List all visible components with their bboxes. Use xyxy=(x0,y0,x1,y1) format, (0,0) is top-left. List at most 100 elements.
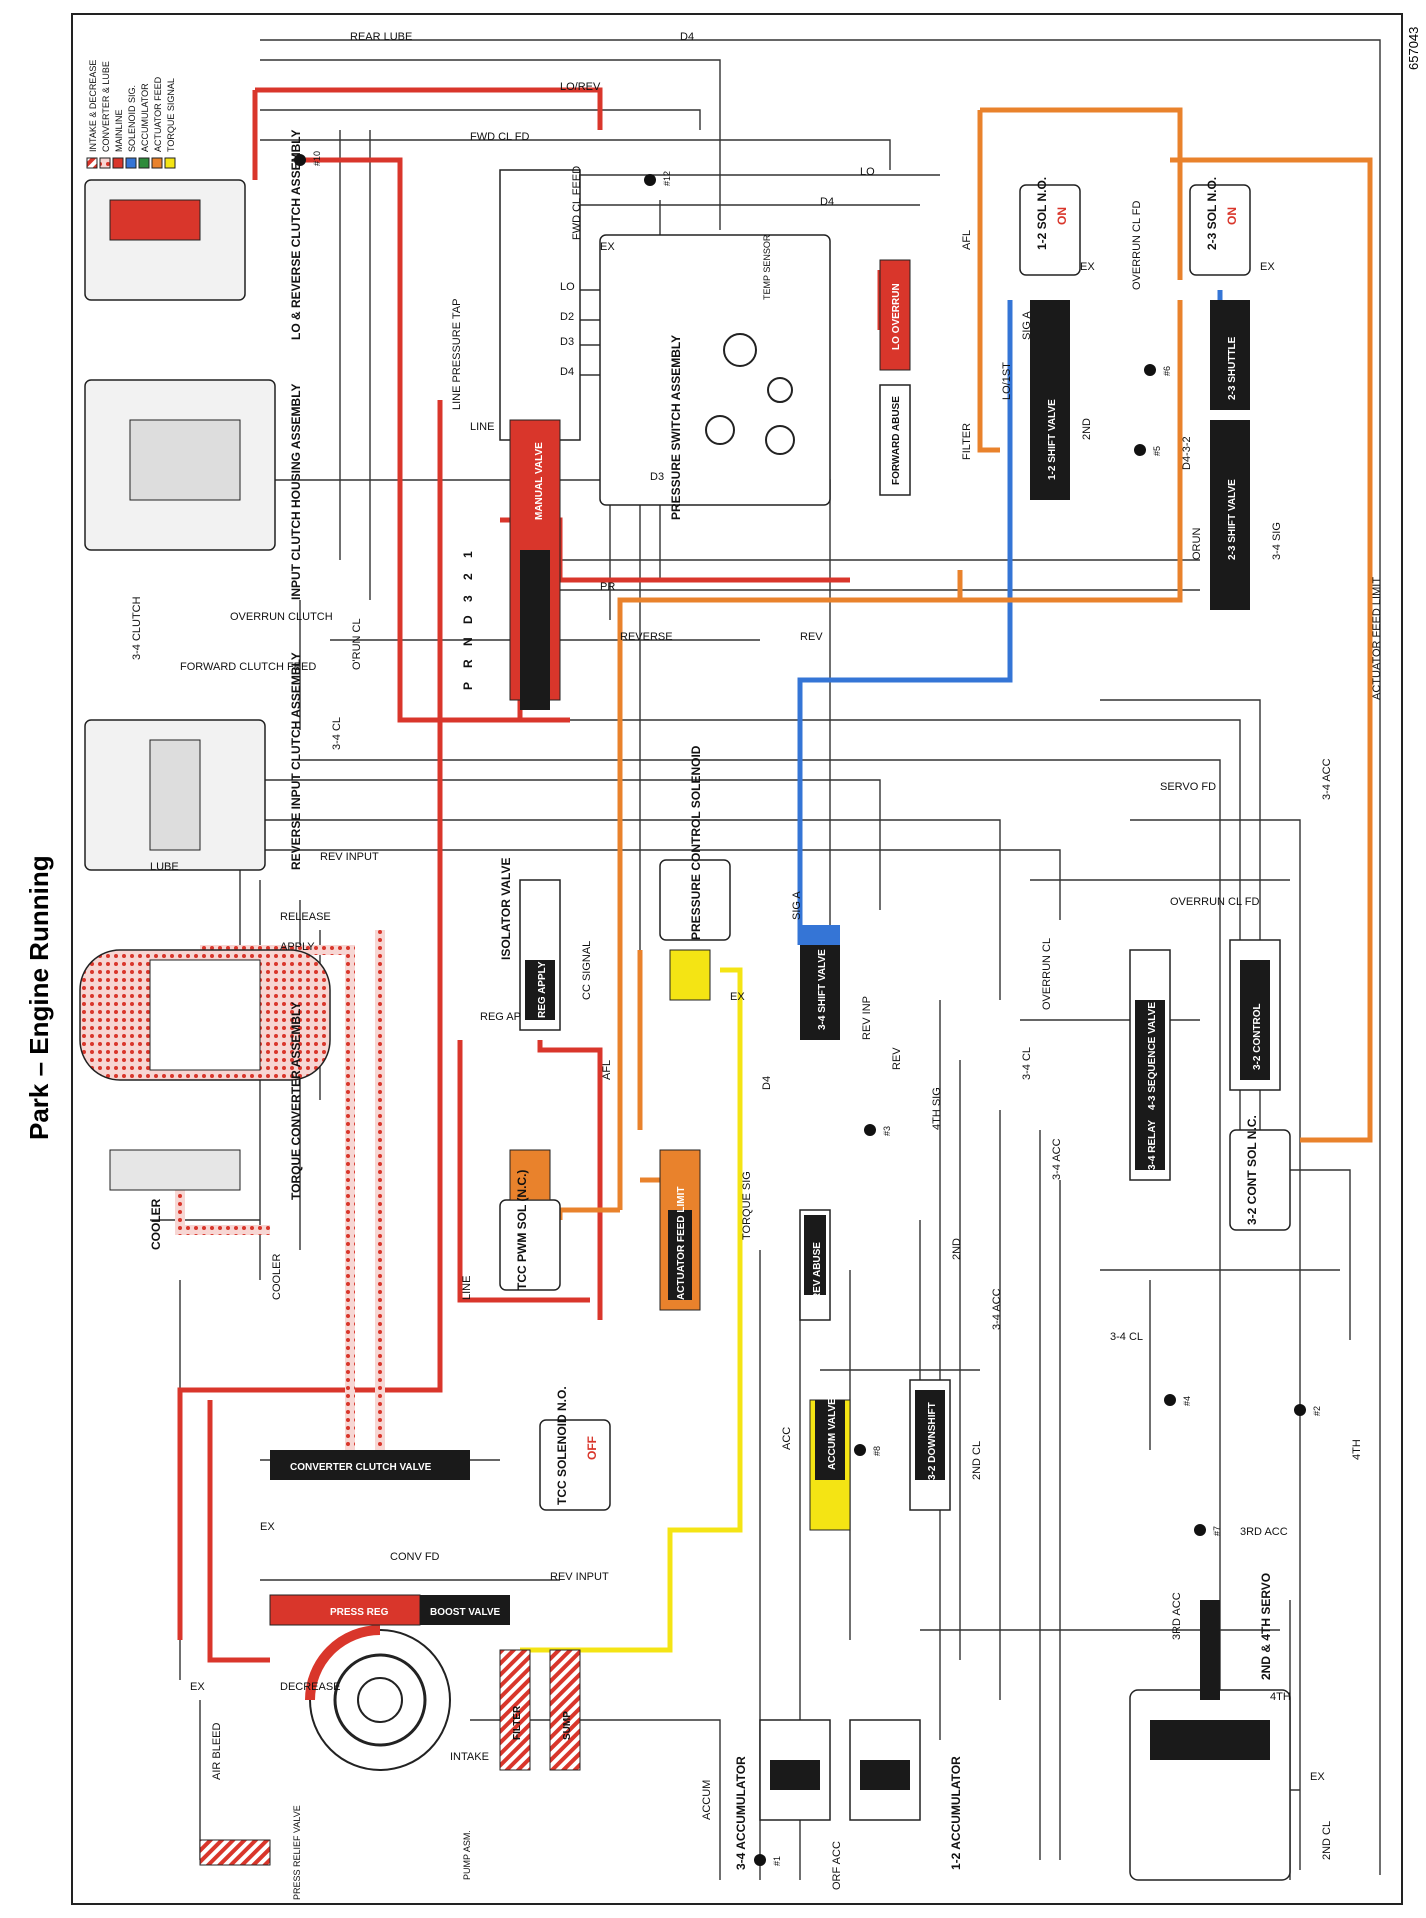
pressure-switch-label: PRESSURE SWITCH ASSEMBLY xyxy=(669,335,683,520)
checkball xyxy=(854,1444,866,1456)
line-label-lo: LO xyxy=(560,281,575,293)
checkball xyxy=(864,1124,876,1136)
line-label-line: LINE xyxy=(461,1276,473,1300)
line-label-line: LINE xyxy=(470,421,494,433)
checkball-label: #4 xyxy=(1182,1396,1192,1406)
line-label-d3: D3 xyxy=(560,336,574,348)
line-label-apply: APPLY xyxy=(280,941,315,953)
rev-abuse-label: REV ABUSE xyxy=(812,1242,823,1300)
forward-abuse-valve: FORWARD ABUSE xyxy=(879,384,911,496)
gear-position: 1 xyxy=(461,551,475,558)
checkball-label: #7 xyxy=(1212,1526,1222,1536)
torque-converter-assembly: TORQUE CONVERTER ASSEMBLY xyxy=(79,949,331,1200)
reverse-input-clutch-assembly: REVERSE INPUT CLUTCH ASSEMBLY xyxy=(84,652,303,871)
line-label-rev: REV xyxy=(891,1047,903,1070)
pressure-control-label: PRESSURE CONTROL SOLENOID xyxy=(689,745,703,940)
checkball-label: #2 xyxy=(1312,1406,1322,1416)
legend-swatch xyxy=(125,157,137,169)
press-reg-valve: PRESS REG BOOST VALVE xyxy=(269,1594,510,1626)
sequence-valve-43: 4-3 SEQUENCE VALVE 3-4 RELAY xyxy=(1129,949,1171,1181)
line-label-orun-cl: O'RUN CL xyxy=(351,618,363,670)
checkball-label: #5 xyxy=(1152,446,1162,456)
line-label-cl-34: 3-4 CL xyxy=(1021,1047,1033,1080)
pump-label: PUMP ASM. xyxy=(462,1830,472,1880)
line-label-rev: REV xyxy=(800,631,823,643)
legend-swatch xyxy=(164,157,176,169)
checkballs: #1#2#3#4#5#6#7#8#10#12 xyxy=(294,151,1322,1866)
line-label-forward-clutch-feed: FORWARD CLUTCH FEED xyxy=(180,661,316,673)
checkball xyxy=(644,174,656,186)
input-clutch-housing-assembly: INPUT CLUTCH HOUSING ASSEMBLY xyxy=(84,379,303,600)
line-label-orf-acc: ORF ACC xyxy=(831,1841,843,1890)
line-label-line-pressure-tap: LINE PRESSURE TAP xyxy=(451,299,463,410)
shuttle-23-label: 2-3 SHUTTLE xyxy=(1227,336,1238,400)
legend-label: MAINLINE xyxy=(114,109,124,152)
solenoid-signal-lines xyxy=(797,290,1223,945)
control-valve-32: 3-2 CONTROL 3-2 CONT SOL N.C. xyxy=(1229,939,1291,1231)
lo-overrun-valve: LO OVERRUN xyxy=(879,259,911,371)
line-label-overrun-clutch: OVERRUN CLUTCH xyxy=(230,611,333,623)
line-label-rev-input: REV INPUT xyxy=(550,1571,609,1583)
legend-label: ACCUMULATOR xyxy=(140,83,150,152)
shift-34-label: 3-4 SHIFT VALVE xyxy=(817,949,828,1030)
line-label-overrun-cl-fd: OVERRUN CL FD xyxy=(1131,201,1143,290)
sol-32-label: 3-2 CONT SOL N.C. xyxy=(1245,1115,1259,1225)
lo-reverse-label: LO & REVERSE CLUTCH ASSEMBLY xyxy=(289,130,303,340)
legend-label: TORQUE SIGNAL xyxy=(166,78,176,152)
line-label-lo-rev: LO/REV xyxy=(560,81,601,93)
legend-swatch xyxy=(86,157,98,169)
isolator-label: ISOLATOR VALVE xyxy=(499,858,513,960)
line-label-d432: D4-3-2 xyxy=(1181,436,1193,470)
press-reg-label: PRESS REG xyxy=(330,1607,389,1618)
line-label-afl: AFL xyxy=(961,230,973,250)
reg-apply-label: REG APPLY xyxy=(537,961,548,1018)
line-label-ex: EX xyxy=(600,241,615,253)
tcc-pwm-label: TCC PWM SOL (N.C.) xyxy=(515,1170,529,1290)
line-label-overrun-cl-fd: OVERRUN CL FD xyxy=(1170,896,1259,908)
sheet-frame xyxy=(71,13,1403,1905)
line-label-sig-a: SIG A xyxy=(791,891,803,920)
sump-label: SUMP xyxy=(562,1711,573,1740)
line-label-ex: EX xyxy=(1260,261,1275,273)
line-label-2nd-cl: 2ND CL xyxy=(1321,1821,1333,1860)
figure-number: 657043 xyxy=(1406,27,1421,70)
line-label-conv-fd: CONV FD xyxy=(390,1551,440,1563)
legend-swatch xyxy=(138,157,150,169)
checkball xyxy=(1134,444,1146,456)
tcc-sol-state: OFF xyxy=(585,1436,599,1460)
gear-position: 3 xyxy=(461,595,475,602)
line-label-3rd-acc: 3RD ACC xyxy=(1171,1592,1183,1640)
temp-sensor-label: TEMP SENSOR xyxy=(762,234,772,300)
acc-12-label: 1-2 ACCUMULATOR xyxy=(949,1756,963,1870)
actuator-feed-lines xyxy=(557,107,1373,1220)
legend-label: CONVERTER & LUBE xyxy=(101,61,111,152)
isolator-valve: ISOLATOR VALVE REG APPLY xyxy=(499,858,561,1031)
press-relief-label: PRESS RELIEF VALVE xyxy=(292,1805,302,1900)
legend-label: INTAKE & DECREASE xyxy=(88,60,98,152)
checkball-label: #1 xyxy=(772,1856,782,1866)
checkball xyxy=(754,1854,766,1866)
converter-clutch-valve: CONVERTER CLUTCH VALVE xyxy=(270,1450,470,1480)
line-label-actuator-feed-limit: ACTUATOR FEED LIMIT xyxy=(1371,577,1383,700)
torque-signal-lines xyxy=(520,967,743,1653)
tcc-sol-label: TCC SOLENOID N.O. xyxy=(555,1386,569,1505)
line-label-decrease: DECREASE xyxy=(280,1681,341,1693)
control-32-label: 3-2 CONTROL xyxy=(1252,1003,1263,1070)
line-label-3rd-acc: 3RD ACC xyxy=(1240,1526,1288,1538)
checkball-label: #3 xyxy=(882,1126,892,1136)
line-label-d2: D2 xyxy=(560,311,574,323)
checkball xyxy=(1144,364,1156,376)
line-label-sig-a: SIG A xyxy=(1021,311,1033,340)
gear-position: N xyxy=(461,637,475,646)
input-clutch-label: INPUT CLUTCH HOUSING ASSEMBLY xyxy=(289,384,303,600)
downshift-valve-32: 3-2 DOWNSHIFT xyxy=(909,1379,951,1511)
checkball-label: #8 xyxy=(872,1446,882,1456)
line-label-ex: EX xyxy=(260,1521,275,1533)
line-label-lo-1st: LO/1ST xyxy=(1001,362,1013,400)
pressure-switch-assembly: PRESSURE SWITCH ASSEMBLY TEMP SENSOR xyxy=(599,234,831,520)
line-label-afl: AFL xyxy=(601,1060,613,1080)
line-label-acc-34: 3-4 ACC xyxy=(991,1288,1003,1330)
